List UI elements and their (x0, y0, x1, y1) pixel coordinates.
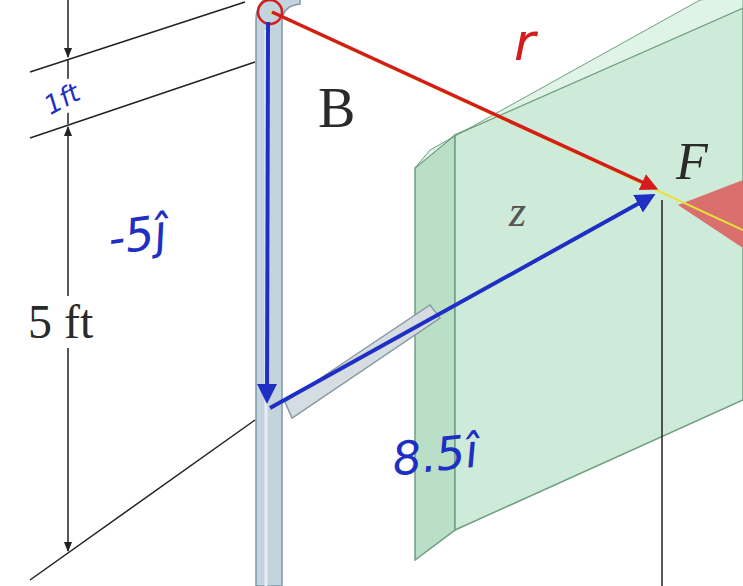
pipe (256, 0, 300, 586)
component-vector (267, 22, 268, 400)
vector-component-label: 8.5î (386, 425, 485, 485)
point-label: B (314, 78, 359, 138)
axis-label: z (505, 188, 530, 236)
rod (285, 305, 440, 418)
vector-label: r (510, 14, 539, 70)
extension-line (30, 2, 245, 72)
point-marker (258, 0, 282, 24)
vector-component-label: -5ĵ (101, 206, 174, 265)
position-vector (272, 12, 655, 188)
reference-line (661, 200, 663, 586)
extension-line (30, 420, 255, 580)
component-vector (270, 196, 652, 408)
line-of-action (270, 12, 743, 230)
dimension-label: 5 ft (24, 296, 97, 348)
dimension-label: 1ft (36, 75, 89, 122)
point-label: F (672, 134, 712, 190)
panel-face (455, 8, 743, 530)
panel-side (415, 135, 455, 560)
extension-line (30, 62, 255, 138)
dimension-arrow (67, 0, 69, 57)
